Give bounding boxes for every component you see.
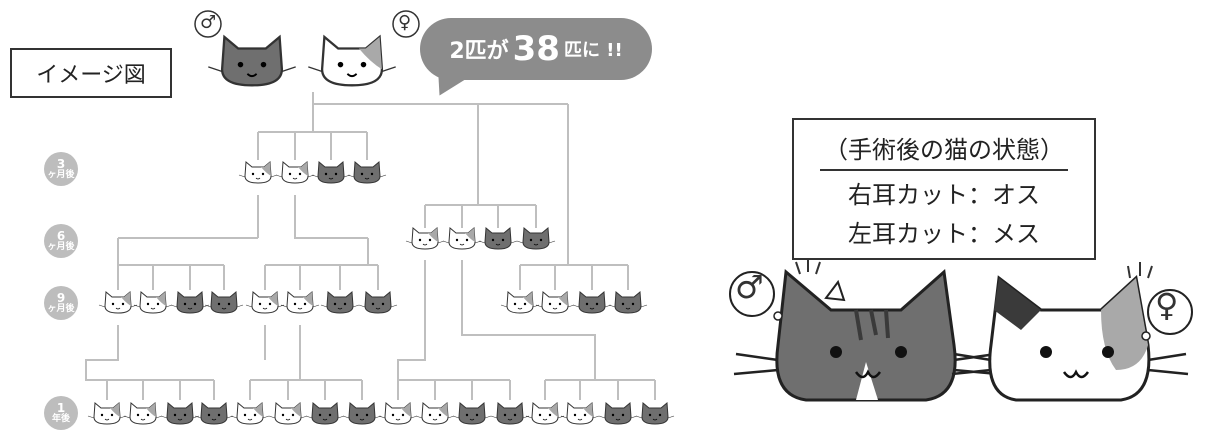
kittens-6-months [405, 227, 556, 250]
large-male-symbol: ♂ [735, 268, 764, 306]
diagram-title-box: イメージ図 [10, 48, 172, 98]
parent-female-cat [307, 35, 397, 87]
diagram-title: イメージ図 [36, 63, 146, 88]
bubble-suffix: 匹に !! [563, 40, 623, 61]
kittens-9-months [98, 291, 648, 314]
info-line-male: 右耳カット：オス [848, 181, 1040, 209]
info-heading: （手術後の猫の状態） [820, 130, 1068, 171]
growth-bubble: 2匹が 38 匹に !! [420, 18, 652, 80]
parent-male-cat [207, 35, 297, 87]
kittens-1-year [87, 402, 675, 425]
parent-male-symbol: ♂ [200, 12, 217, 33]
parent-female-symbol: ♀ [398, 12, 412, 33]
female-thought-bubble [392, 10, 420, 38]
post-surgery-info-box: （手術後の猫の状態） 右耳カット：オス 左耳カット：メス [792, 118, 1096, 260]
male-thought-bubble [194, 10, 222, 38]
family-tree-diagram [85, 10, 675, 425]
large-male-cat [733, 258, 999, 402]
kittens-3-months [238, 161, 387, 184]
large-male-thought-bubble [729, 271, 775, 317]
tree-lines [85, 92, 656, 400]
bubble-number: 38 [512, 29, 560, 69]
large-female-cat [951, 262, 1189, 402]
large-female-thought-bubble [1147, 289, 1193, 335]
bubble-prefix: 2匹が [449, 39, 509, 64]
large-female-symbol: ♀ [1155, 286, 1179, 324]
large-cats-illustration [729, 258, 1193, 402]
info-line-female: 左耳カット：メス [848, 220, 1040, 248]
